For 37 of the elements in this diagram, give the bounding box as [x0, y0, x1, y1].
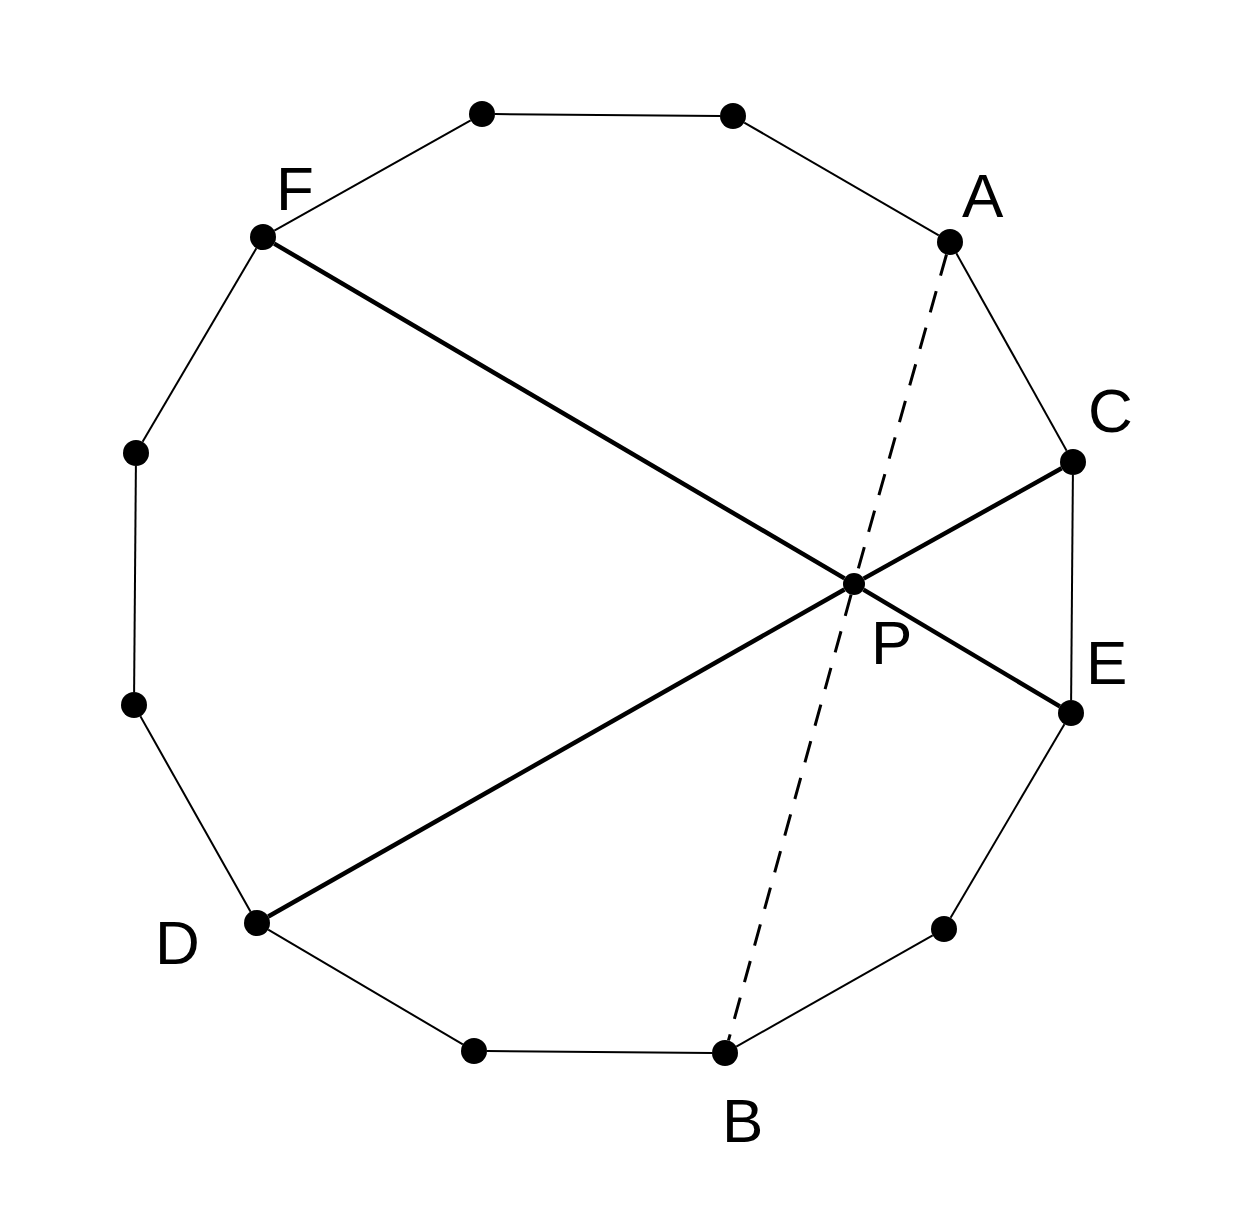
point-label: D: [155, 912, 200, 974]
line-segment: [133, 465, 137, 693]
point-label: C: [1088, 380, 1133, 442]
vertex-dot: [720, 103, 746, 129]
vertex-dot: [1058, 700, 1084, 726]
vertex-dot: [712, 1040, 738, 1066]
line-segment: [141, 247, 258, 443]
line-segment: [743, 121, 940, 237]
line-segment: [139, 715, 252, 913]
line-segment: [949, 723, 1066, 919]
vertex-dot: [123, 440, 149, 466]
point-label: E: [1086, 632, 1128, 694]
line-segment: [267, 587, 846, 919]
line-segment: [486, 1050, 713, 1054]
vertex-dot: [937, 229, 963, 255]
line-segment: [735, 934, 934, 1048]
vertex-dot: [121, 692, 147, 718]
vertex-dot: [1060, 449, 1086, 475]
vertex-dot: [469, 101, 495, 127]
line-segment: [494, 113, 721, 117]
line-segment: [862, 466, 1063, 581]
point-label: A: [962, 165, 1004, 227]
vertex-dot: [931, 916, 957, 942]
point-label: F: [276, 158, 314, 220]
line-segment: [1070, 474, 1074, 701]
point-label: P: [871, 612, 913, 674]
vertex-dot: [843, 573, 865, 595]
line-segment: [862, 587, 1061, 709]
vertex-dot: [461, 1038, 487, 1064]
vertex-dot: [250, 224, 276, 250]
dashed-line: [727, 594, 853, 1041]
vertex-dot: [244, 910, 270, 936]
line-segment: [267, 928, 464, 1046]
point-label: B: [722, 1090, 764, 1152]
line-segment: [273, 241, 846, 581]
line-segment: [273, 119, 472, 232]
line-segment: [955, 252, 1068, 452]
